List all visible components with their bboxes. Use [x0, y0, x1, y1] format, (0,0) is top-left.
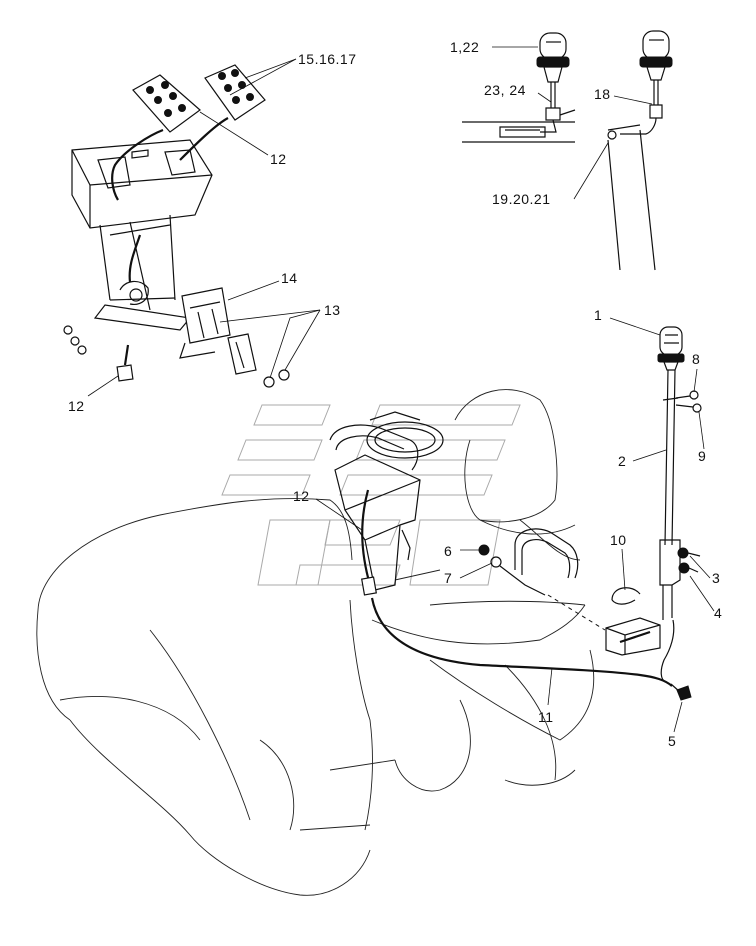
callout-3: 3	[712, 570, 720, 586]
cable-11	[370, 597, 673, 687]
callout-23-24: 23, 24	[484, 82, 526, 98]
callout-1: 1	[594, 307, 602, 323]
callout-10: 10	[610, 532, 627, 548]
callout-labels: 15.16.17 12 14 13 12 1,22 23, 24 18 19.2…	[68, 39, 722, 749]
callout-19-20-21: 19.20.21	[492, 191, 551, 207]
callout-12-top: 12	[270, 151, 287, 167]
watermark-logo	[221, 404, 521, 586]
callout-14: 14	[281, 270, 298, 286]
callout-18: 18	[594, 86, 611, 102]
callout-13: 13	[324, 302, 341, 318]
callout-9: 9	[698, 448, 706, 464]
inset-top-left	[63, 64, 290, 388]
beacon-assembly	[478, 326, 702, 701]
leader-lines	[87, 46, 715, 733]
handrail	[514, 528, 579, 579]
tractor-body	[36, 389, 606, 896]
callout-5: 5	[668, 733, 676, 749]
callout-15-16-17: 15.16.17	[298, 51, 357, 67]
callout-1-22: 1,22	[450, 39, 479, 55]
callout-7: 7	[444, 570, 452, 586]
callout-8: 8	[692, 351, 700, 367]
callout-2: 2	[618, 453, 626, 469]
inset-top-right	[462, 30, 673, 271]
callout-12-center: 12	[293, 488, 310, 504]
callout-6: 6	[444, 543, 452, 559]
callout-11: 11	[538, 709, 554, 725]
callout-12-left: 12	[68, 398, 85, 414]
callout-4: 4	[714, 605, 722, 621]
steering-column	[329, 411, 444, 596]
